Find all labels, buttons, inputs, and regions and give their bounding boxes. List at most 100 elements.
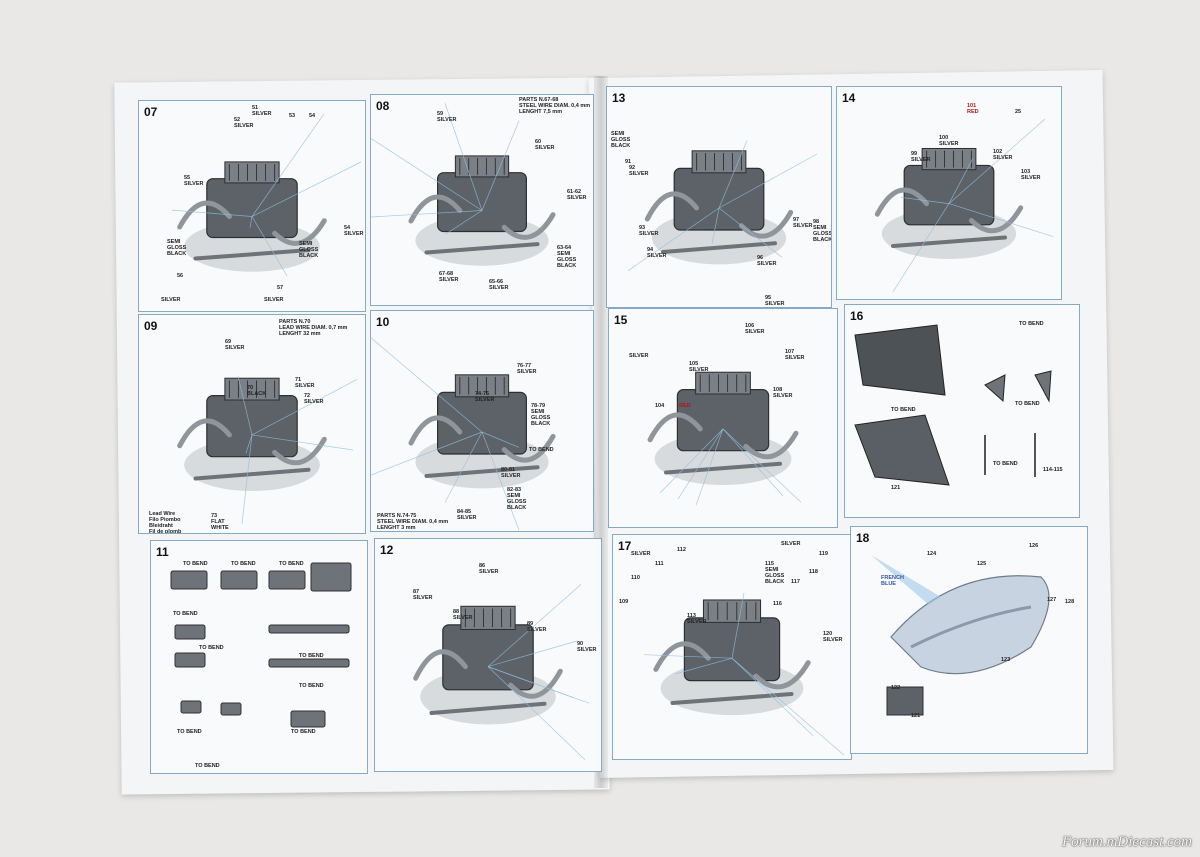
part-label: TO BEND [299,653,324,659]
part-label: SILVER [631,551,651,557]
part-label: 86 SILVER [479,563,499,575]
part-illustration [171,113,362,276]
part-label: 112 [677,547,686,553]
part-label: TO BEND [993,461,1018,467]
part-label: 71 SILVER [295,377,315,389]
part-label: 103 SILVER [1021,169,1041,181]
part-illustration [371,337,556,531]
part-label: 125 [977,561,987,567]
part-label: TO BEND [299,683,324,689]
part-label: PARTS N.70 LEAD WIRE DIAM. 0,7 mm LENGHT… [279,319,348,337]
step-number: 07 [144,105,158,119]
part-illustration [170,562,352,728]
part-label: 91 [625,159,632,165]
part-label: 105 SILVER [689,361,709,373]
part-label: TO BEND [173,611,198,617]
part-label: TO BEND [1015,401,1040,407]
part-label: 82-83 SEMI GLOSS BLACK [507,487,527,511]
part-illustration [413,584,590,761]
part-label: 65-66 SILVER [489,279,509,291]
part-label: 52 SILVER [234,117,254,129]
part-label: TO BEND [199,645,224,651]
part-label: 92 SILVER [629,165,649,177]
part-label: SILVER [161,297,181,303]
part-label: 69 SILVER [225,339,245,351]
part-illustration [871,555,1050,716]
part-label: 98 SEMI GLOSS BLACK [813,219,832,243]
part-label: 88 SILVER [453,609,473,621]
part-label: 60 SILVER [535,139,555,151]
part-label: 124 [927,551,937,557]
part-label: 123 [1001,657,1011,663]
step-number: 17 [618,539,632,553]
part-label: 74-75 SILVER [475,391,495,403]
part-illustration [177,376,358,524]
part-label: 119 [819,551,828,557]
part-label: 61-62 SILVER [567,189,587,201]
step-number: 13 [612,91,626,105]
part-label: 97 SILVER [793,217,813,229]
part-label: 111 [655,561,664,567]
part-label: 127 [1047,597,1057,603]
part-label: 25 [1015,109,1022,115]
part-label: 87 SILVER [413,589,433,601]
step-panel-11: 11 TO BEND TO BEND TO BEND TO BEND TO BEND TO … [150,540,368,774]
part-label: 90 SILVER [577,641,597,653]
part-illustration [371,103,556,266]
part-label: 122 [891,685,901,691]
part-label: TO BEND [891,407,916,413]
part-label: 67-68 SILVER [439,271,459,283]
part-illustration [854,324,1052,486]
part-label: 84-85 SILVER [457,509,477,521]
part-label: 110 [631,575,640,581]
step-number: 14 [842,91,856,105]
part-label: 59 SILVER [437,111,457,123]
part-label: 93 SILVER [639,225,659,237]
part-label: TO BEND [529,447,554,453]
part-label: 94 SILVER [647,247,667,259]
part-label: 106 SILVER [745,323,765,335]
part-label: 57 [277,285,284,291]
part-label: 56 [177,273,184,279]
part-label: 104 [655,403,665,409]
step-number: 08 [376,99,390,113]
step-number: 10 [376,315,390,329]
part-label: 107 SILVER [785,349,805,361]
part-label: 80-81 SILVER [501,467,521,479]
part-label: TO BEND [291,729,316,735]
step-number: 15 [614,313,628,327]
part-label: 100 SILVER [939,135,959,147]
part-label: TO BEND [177,729,202,735]
part-label: 109 [619,599,629,605]
part-label: 121 [911,713,921,719]
part-label: 51 SILVER [252,105,272,117]
part-illustration [627,140,818,271]
part-label: 54 SILVER [344,225,364,237]
part-label: TO BEND [1019,321,1044,327]
part-label: 76-77 SILVER [517,363,537,375]
part-label: 54 [309,113,316,119]
part-label: 78-79 SEMI GLOSS BLACK [531,403,551,427]
step-number: 11 [156,545,169,559]
step-number: 18 [856,531,870,545]
part-label: FRENCH BLUE [881,575,904,587]
part-label: 96 SILVER [757,255,777,267]
part-label: SEMI GLOSS BLACK [299,241,319,259]
part-illustration [643,592,845,756]
part-label: PARTS N.74-75 STEEL WIRE DIAM. 0,4 mm LE… [377,513,449,531]
step-panel-10: 10 76-77 SILVER 74-75 SILVER 78-79 SEMI GLO… [370,310,594,532]
part-label: PARTS N.67-68 STEEL WIRE DIAM. 0,4 mm LE… [519,97,591,115]
part-illustration [874,118,1054,292]
part-label: Lead Wire Filo Piombo Bleidraht Fil de p… [149,511,182,534]
part-label: 108 SILVER [773,387,793,399]
part-label: 73 FLAT WHITE [211,513,229,531]
step-panel-08: 08 PARTS N.67-68 STEEL WIRE DIAM. 0,4 mm … [370,94,594,306]
part-label: TO BEND [231,561,256,567]
part-label: 116 [773,601,782,607]
part-label: 126 [1029,543,1039,549]
